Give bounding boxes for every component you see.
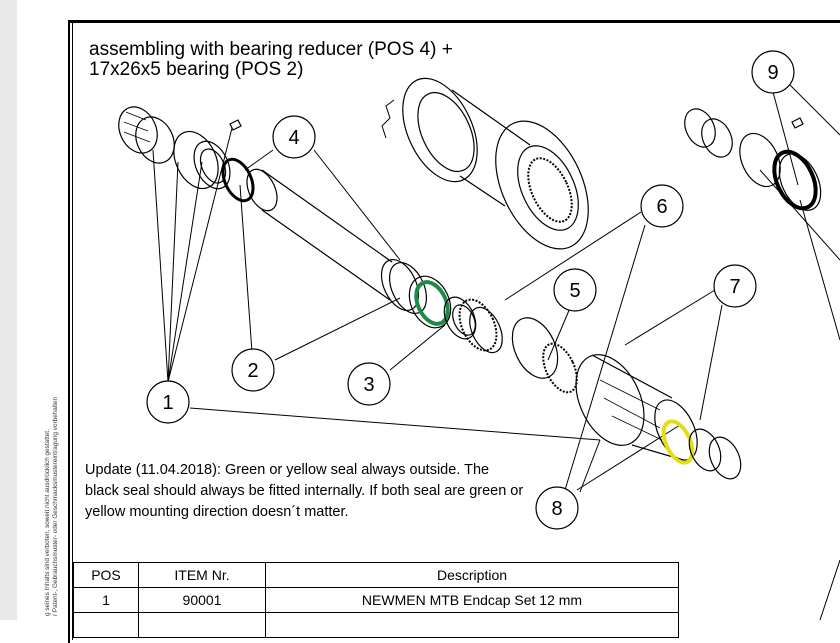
- cell-item-nr: [138, 612, 266, 638]
- drawing-title: assembling with bearing reducer (POS 4) …: [89, 40, 453, 80]
- balloon-9: 9: [751, 50, 795, 94]
- ratchet-ring: [458, 298, 503, 354]
- freehub-body: [575, 354, 698, 463]
- ratchet-ring-2: [542, 342, 578, 394]
- header-pos: POS: [73, 562, 139, 588]
- balloon-2: 2: [231, 348, 275, 392]
- bom-header-row: POS ITEM Nr. Description: [73, 562, 679, 588]
- clamp-ring: [173, 119, 242, 190]
- header-item-nr: ITEM Nr.: [138, 562, 266, 588]
- exploded-view-drawing: 1 2 3 4 5 6 7 8 9: [118, 50, 840, 620]
- bearing-housing: [408, 275, 452, 329]
- balloon-8-label: 8: [551, 498, 562, 520]
- hub-shell: [381, 77, 589, 250]
- balloon-2-label: 2: [247, 360, 258, 382]
- title-line-1: assembling with bearing reducer (POS 4) …: [89, 39, 453, 60]
- cell-description: [265, 612, 679, 638]
- bearing-2: [443, 296, 477, 340]
- cell-item-nr: 90001: [138, 587, 266, 613]
- header-description: Description: [265, 562, 679, 588]
- balloon-1-label: 1: [162, 392, 173, 414]
- drawing-frame-inner-line: [72, 20, 73, 640]
- title-line-2: 17x26x5 bearing (POS 2): [89, 59, 304, 80]
- balloon-4-label: 4: [288, 127, 299, 149]
- cell-pos: [73, 612, 139, 638]
- seal-yellow: [661, 419, 695, 465]
- assembly-right-partial: [684, 108, 822, 211]
- left-gutter: [0, 0, 17, 620]
- balloon-3-label: 3: [363, 374, 374, 396]
- axle: [261, 169, 428, 314]
- table-row: [73, 612, 679, 638]
- spring-ring: [511, 317, 559, 379]
- update-note: Update (11.04.2018): Green or yellow sea…: [85, 462, 524, 520]
- table-row: 1 90001 NEWMEN MTB Endcap Set 12 mm: [73, 587, 679, 613]
- balloon-7: 7: [713, 264, 757, 308]
- balloon-8: 8: [535, 486, 579, 530]
- cell-description: NEWMEN MTB Endcap Set 12 mm: [265, 587, 679, 613]
- balloon-6: 6: [640, 184, 684, 228]
- seal-green: [414, 280, 450, 326]
- balloon-3: 3: [347, 362, 391, 406]
- seal-black-left: [221, 157, 278, 212]
- balloon-7-label: 7: [729, 276, 740, 298]
- balloon-4: 4: [272, 115, 316, 159]
- balloon-5: 5: [553, 268, 597, 312]
- balloon-9-label: 9: [767, 62, 778, 84]
- balloon-1: 1: [146, 380, 190, 424]
- balloon-5-label: 5: [569, 280, 580, 302]
- endcap-threaded-left: [118, 106, 175, 164]
- balloon-6-label: 6: [656, 196, 667, 218]
- drawing-frame: [68, 20, 840, 643]
- bom-table: POS ITEM Nr. Description 1 90001 NEWMEN …: [73, 562, 679, 638]
- endcap-right: [688, 428, 742, 480]
- cell-pos: 1: [73, 587, 139, 613]
